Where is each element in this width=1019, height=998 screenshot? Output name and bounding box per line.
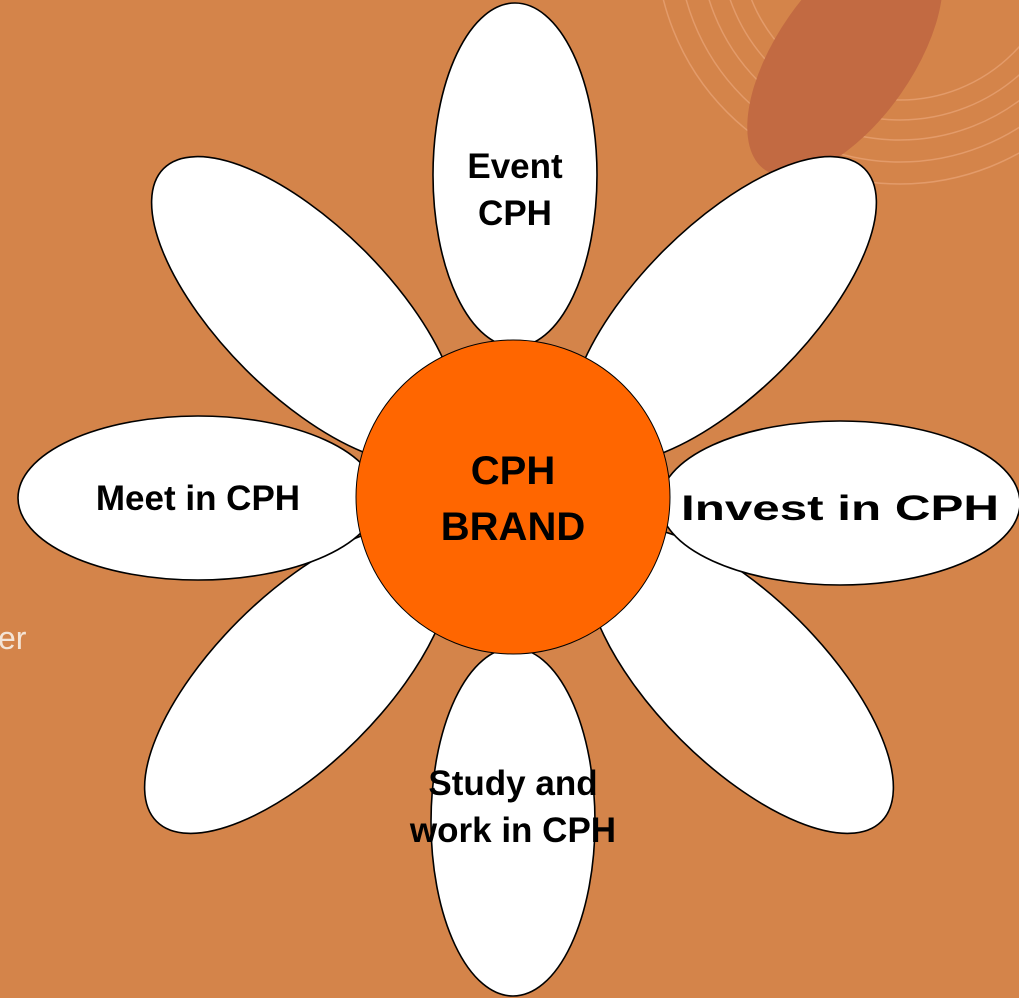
petals	[17, 2, 1019, 997]
center-disk	[355, 339, 671, 655]
decorative-arcs	[662, 0, 1019, 185]
petal-bottom-label-line2: work in CPH	[409, 811, 616, 850]
decorative-blob	[747, 0, 943, 177]
side-text-fragment: er	[0, 620, 27, 656]
petal-right-label: Invest in CPH	[681, 489, 999, 528]
center-label-line1: CPH	[471, 449, 555, 493]
petal-top-label-line1: Event	[467, 147, 563, 186]
center-label-line2: BRAND	[441, 505, 585, 549]
petal-top-label-line2: CPH	[478, 194, 552, 233]
petal-bottom-label-line1: Study and	[428, 764, 597, 803]
petal-left-label: Meet in CPH	[96, 479, 300, 518]
